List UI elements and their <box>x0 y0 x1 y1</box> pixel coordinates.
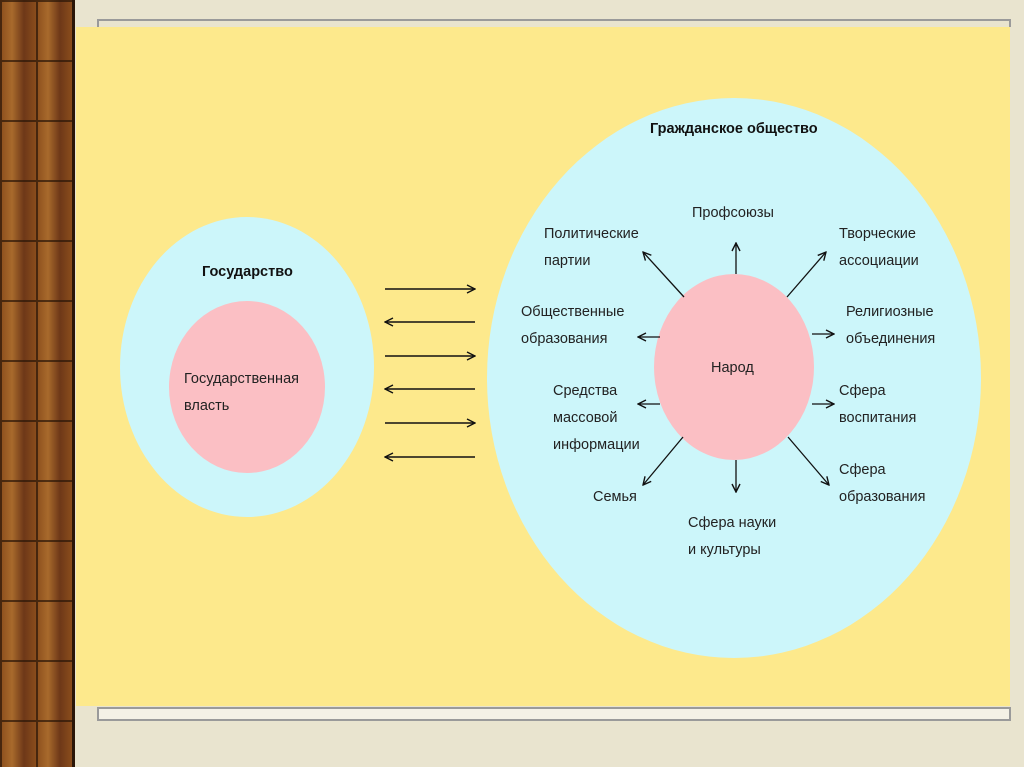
element-upbringing: Сфера воспитания <box>839 383 917 426</box>
state-label: Государство <box>202 264 293 280</box>
element-public-formations: Общественные образования <box>521 304 625 347</box>
element-science-culture: Сфера науки и культуры <box>688 515 777 558</box>
spoke-arrow <box>786 252 826 298</box>
civil-society-label: Гражданское общество <box>650 121 818 137</box>
element-political-parties: Политические партии <box>544 226 639 269</box>
frame-bottom-bar <box>97 707 1011 721</box>
spokes <box>638 243 834 492</box>
people-circle <box>654 274 814 460</box>
spoke-arrow <box>643 436 684 485</box>
element-creative-associations: Творческие ассоциации <box>839 226 919 269</box>
element-religious-associations: Религиозные объединения <box>846 304 936 347</box>
element-education: Сфера образования <box>839 462 926 505</box>
decorative-side-strip <box>0 0 75 767</box>
interaction-arrows <box>385 289 475 457</box>
frame-top-bar <box>97 19 1011 27</box>
state-power-label: Государственная власть <box>184 371 299 414</box>
element-trade-unions: Профсоюзы <box>692 205 774 221</box>
element-family: Семья <box>593 489 637 505</box>
people-label: Народ <box>711 360 754 376</box>
spoke-arrow <box>787 436 829 485</box>
spoke-arrow <box>643 252 685 298</box>
state-power-circle <box>169 301 325 473</box>
element-mass-media: Средства массовой информации <box>553 383 640 453</box>
